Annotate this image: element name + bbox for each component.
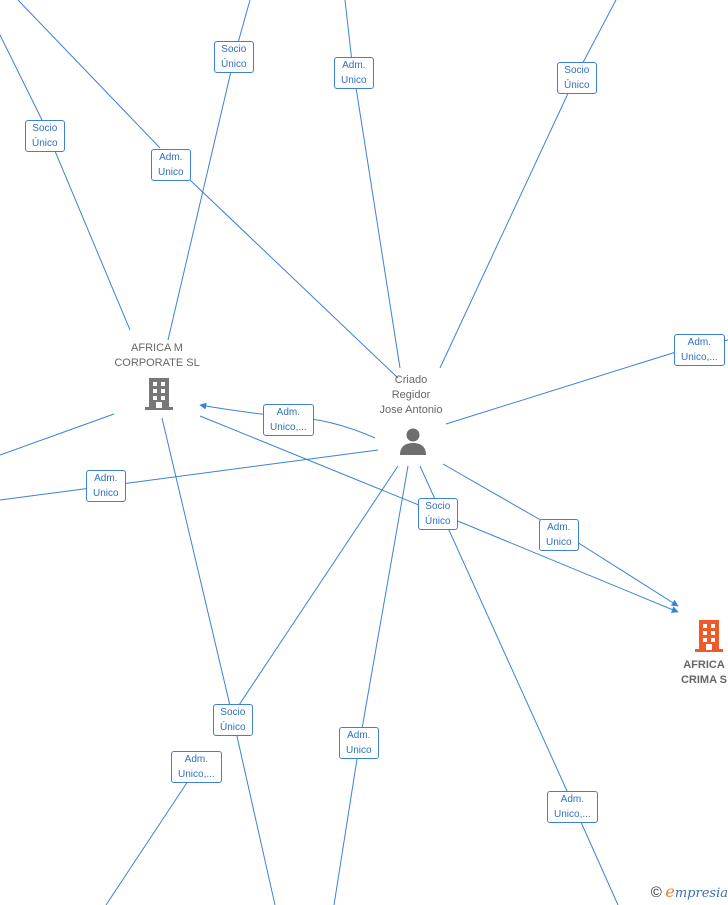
edge-label-adm-unico[interactable]: Adm. Unico bbox=[539, 519, 579, 551]
building-icon-highlighted[interactable] bbox=[694, 619, 724, 653]
edge-1 bbox=[0, 34, 131, 331]
brand-name: mpresia bbox=[674, 886, 728, 901]
edge-16 bbox=[333, 465, 409, 905]
edge-label-socio-unico[interactable]: Socio Único bbox=[25, 120, 65, 152]
edge-label-adm-unico-multi[interactable]: Adm. Unico,... bbox=[171, 751, 222, 783]
copyright-symbol: © bbox=[650, 884, 662, 901]
brand-initial: e bbox=[665, 882, 675, 901]
person-icon[interactable] bbox=[398, 426, 428, 456]
edge-label-adm-unico[interactable]: Adm. Unico bbox=[86, 470, 126, 502]
edge-5 bbox=[344, 0, 401, 369]
company-label-africa-m[interactable]: AFRICA M CORPORATE SL bbox=[114, 342, 200, 369]
edge-label-socio-unico[interactable]: Socio Único bbox=[557, 62, 597, 94]
edge-label-adm-unico[interactable]: Adm. Unico bbox=[334, 57, 374, 89]
edge-6 bbox=[439, 0, 617, 369]
company-label-africa-crima[interactable]: AFRICA CRIMA S bbox=[680, 659, 728, 686]
edge-label-adm-unico[interactable]: Adm. Unico bbox=[339, 727, 379, 759]
edge-15 bbox=[105, 765, 199, 905]
edge-label-adm-unico-multi[interactable]: Adm. Unico,... bbox=[674, 334, 725, 366]
building-icon[interactable] bbox=[144, 377, 174, 411]
edge-9 bbox=[0, 449, 379, 501]
edge-label-socio-unico[interactable]: Socio Único bbox=[213, 704, 253, 736]
edge-label-adm-unico-multi[interactable]: Adm. Unico,... bbox=[547, 791, 598, 823]
edge-8 bbox=[0, 413, 115, 456]
edge-label-adm-unico[interactable]: Adm. Unico bbox=[151, 149, 191, 181]
edge-label-adm-unico-multi[interactable]: Adm. Unico,... bbox=[263, 404, 314, 436]
edge-3 bbox=[17, 0, 161, 149]
edge-13 bbox=[161, 417, 276, 905]
person-label-criado[interactable]: Criado Regidor Jose Antonio bbox=[379, 374, 443, 416]
empresia-watermark: © empresia bbox=[651, 882, 728, 901]
edge-label-socio-unico[interactable]: Socio Único bbox=[418, 498, 458, 530]
edge-label-socio-unico[interactable]: Socio Único bbox=[214, 41, 254, 73]
edge-4 bbox=[189, 179, 399, 379]
edge-17 bbox=[419, 465, 619, 905]
edge-14 bbox=[232, 465, 399, 715]
